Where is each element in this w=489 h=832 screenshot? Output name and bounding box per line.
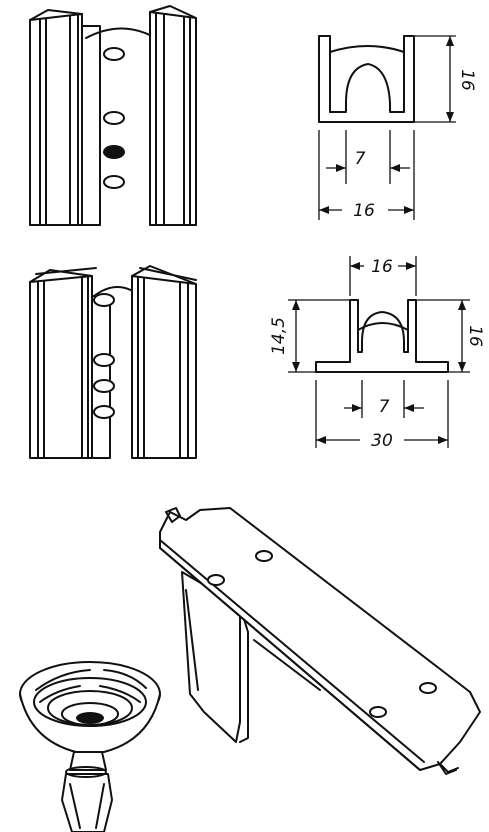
funnel-hole: [76, 712, 104, 724]
slot-hole: [93, 379, 115, 393]
dimension-slot-width: 7: [379, 397, 390, 417]
profile-perspective-1: [29, 5, 197, 226]
profile-section-1: [318, 35, 456, 220]
funnel-foot: [19, 661, 161, 832]
dimension-top-width: 16: [371, 257, 393, 277]
profile-perspective-2: [29, 265, 197, 459]
dimension-left-height: 14,5: [269, 317, 289, 355]
slot-hole: [103, 47, 125, 61]
dimension-slot-width: 7: [355, 149, 366, 169]
shelf-bracket: [159, 507, 481, 775]
slot-hole: [103, 175, 125, 189]
slot-hole: [93, 293, 115, 307]
slot-hole: [103, 111, 125, 125]
dimension-total-width: 16: [353, 201, 375, 221]
dimension-total-width: 30: [371, 431, 393, 451]
dimension-height: 16: [457, 69, 477, 91]
bracket-hole: [255, 550, 273, 562]
bracket-hole: [369, 706, 387, 718]
profile-section-2: [288, 256, 470, 448]
bracket-hole: [419, 682, 437, 694]
bracket-hole: [207, 574, 225, 586]
slot-hole: [103, 145, 125, 159]
dimension-right-height: 16: [465, 325, 485, 347]
slot-hole: [93, 353, 115, 367]
slot-hole: [93, 405, 115, 419]
